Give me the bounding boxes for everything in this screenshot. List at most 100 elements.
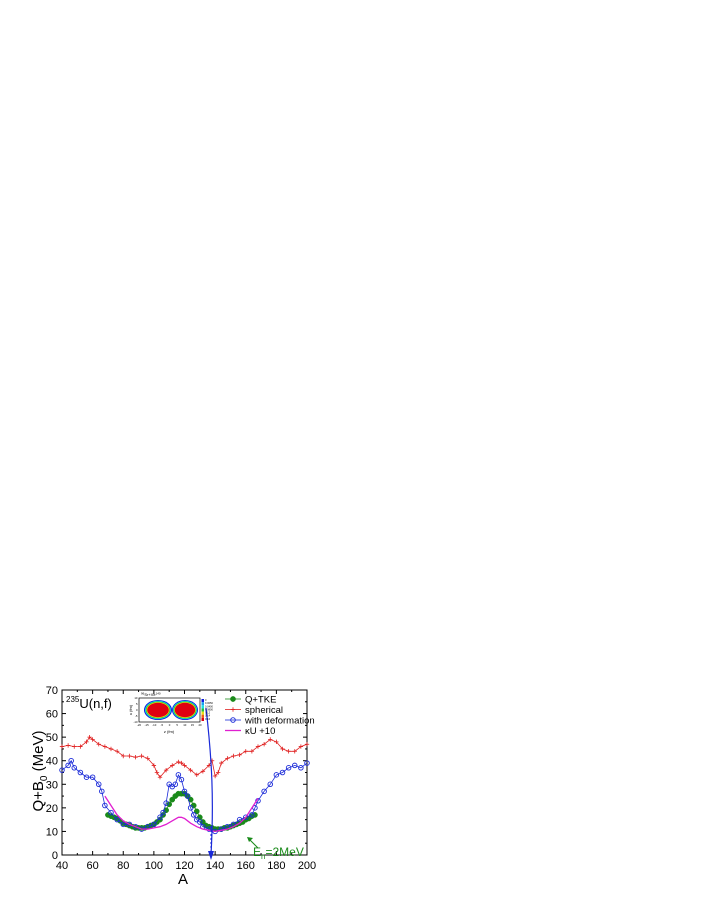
data-point-with-deformation xyxy=(279,769,286,776)
data-point-with-deformation xyxy=(77,769,84,776)
data-point-spherical xyxy=(243,749,248,754)
inset-title-sup2: 140 xyxy=(156,692,161,696)
data-point-spherical xyxy=(179,760,184,766)
inset-x-tick-label: -5 xyxy=(161,723,164,727)
energy-label-subscript: n xyxy=(261,852,265,861)
data-point-spherical xyxy=(237,752,242,758)
inset-colorbar-label: 0.0800 xyxy=(205,707,213,711)
inset-colorbar-swatch xyxy=(201,702,204,706)
inset-y-axis-title: x (fm) xyxy=(128,704,133,715)
data-point-spherical xyxy=(151,763,157,768)
data-point-with-deformation xyxy=(292,762,298,769)
data-point-spherical xyxy=(84,739,89,745)
energy-label-tail: =2MeV xyxy=(265,845,303,859)
data-point-spherical xyxy=(154,770,160,775)
energy-label-main: E xyxy=(253,845,261,859)
inset-x-tick-label: -20 xyxy=(137,723,141,727)
inset-colorbar-swatch xyxy=(201,699,204,703)
data-point-with-deformation xyxy=(285,765,292,771)
data-point-spherical xyxy=(121,753,126,759)
data-point-spherical xyxy=(145,756,150,761)
data-point-spherical xyxy=(206,763,212,768)
data-point-with-deformation xyxy=(172,781,179,788)
y-tick-label: 0 xyxy=(52,850,58,862)
inset-x-tick-label: 15 xyxy=(191,723,195,727)
legend-label-with-deformation: with deformation xyxy=(244,716,315,727)
inset-y-tick-label: -10 xyxy=(133,720,137,724)
inset-colorbar-swatch xyxy=(201,711,204,715)
legend-label-spherical: spherical xyxy=(245,705,283,716)
data-point-with-deformation xyxy=(175,772,182,778)
data-point-with-deformation xyxy=(261,788,267,795)
inset-colorbar-swatch xyxy=(201,708,204,712)
data-point-with-deformation xyxy=(95,781,102,788)
data-point-q-tke xyxy=(187,796,194,803)
inset-y-tick-label: 5 xyxy=(136,702,138,706)
data-point-with-deformation xyxy=(120,821,126,828)
inset-title: 96Sr+Xe140 xyxy=(141,692,161,698)
y-tick-label: 60 xyxy=(46,709,58,721)
y-tick-label: 20 xyxy=(46,803,58,815)
inset-density-contours xyxy=(144,700,198,720)
y-axis-title-unit: (MeV) xyxy=(30,730,47,775)
legend-marker-with-deformation xyxy=(230,717,236,723)
inset-y-tick-label: 10 xyxy=(134,696,138,700)
data-point-spherical xyxy=(298,744,304,749)
legend-label-q-tke: Q+TKE xyxy=(245,695,276,706)
inset-colorbar-label: 0.0400 xyxy=(205,704,213,708)
data-point-spherical xyxy=(286,749,291,754)
data-point-spherical xyxy=(90,737,95,742)
data-point-with-deformation xyxy=(187,805,194,811)
y-tick-label: 70 xyxy=(46,685,58,697)
inset-x-tick-label: -15 xyxy=(145,723,149,727)
data-point-spherical xyxy=(182,763,187,768)
data-point-spherical xyxy=(133,754,138,760)
series-line-spherical xyxy=(61,736,308,778)
x-tick-label: 80 xyxy=(117,860,129,872)
data-point-with-deformation xyxy=(249,812,255,818)
inset-density-plot: 96Sr+Xe140 00.00500.04000.08000.120.140.… xyxy=(128,692,213,735)
inset-colorbar-label: 0 xyxy=(205,698,207,702)
data-point-spherical xyxy=(231,753,236,759)
x-tick-label: 120 xyxy=(175,860,193,872)
x-tick-label: 60 xyxy=(87,860,99,872)
legend-marker-q-tke xyxy=(230,696,236,702)
data-point-with-deformation xyxy=(197,819,203,825)
inset-contour-core-right xyxy=(174,702,196,718)
data-point-with-deformation xyxy=(83,774,90,780)
data-point-q-tke xyxy=(166,801,173,808)
data-point-spherical xyxy=(102,744,108,749)
inset-x-tick-label: 0 xyxy=(169,723,171,727)
reaction-label-text: U(n,f) xyxy=(79,696,112,711)
inset-colorbar-label: 0.16 xyxy=(205,717,211,721)
data-point-with-deformation xyxy=(236,816,243,823)
data-point-spherical xyxy=(108,746,114,752)
inset-x-tick-label: 5 xyxy=(176,723,178,727)
data-point-with-deformation xyxy=(99,788,105,795)
energy-label: En=2MeV xyxy=(253,845,304,861)
data-point-spherical xyxy=(268,737,273,742)
reaction-label: 235U(n,f) xyxy=(66,695,112,711)
y-tick-label: 30 xyxy=(46,779,58,791)
data-point-spherical xyxy=(176,759,181,765)
data-point-with-deformation xyxy=(181,788,188,795)
data-point-with-deformation xyxy=(102,802,108,809)
data-point-spherical xyxy=(280,746,285,752)
energy-pointer-arrowhead xyxy=(247,837,253,842)
data-point-spherical xyxy=(96,742,101,747)
data-point-with-deformation xyxy=(68,757,74,764)
data-point-spherical xyxy=(157,775,163,780)
y-axis-title-subscript: 0 xyxy=(39,775,50,781)
series-layer xyxy=(59,734,310,835)
data-point-with-deformation xyxy=(206,826,212,832)
data-point-spherical xyxy=(304,742,310,747)
data-point-with-deformation xyxy=(298,765,304,771)
data-point-spherical xyxy=(225,756,230,761)
data-point-spherical xyxy=(212,773,218,779)
inset-colorbar-label: 0.12 xyxy=(205,711,211,715)
data-point-spherical xyxy=(200,769,206,774)
inset-x-axis-title: z (fm) xyxy=(164,729,175,734)
